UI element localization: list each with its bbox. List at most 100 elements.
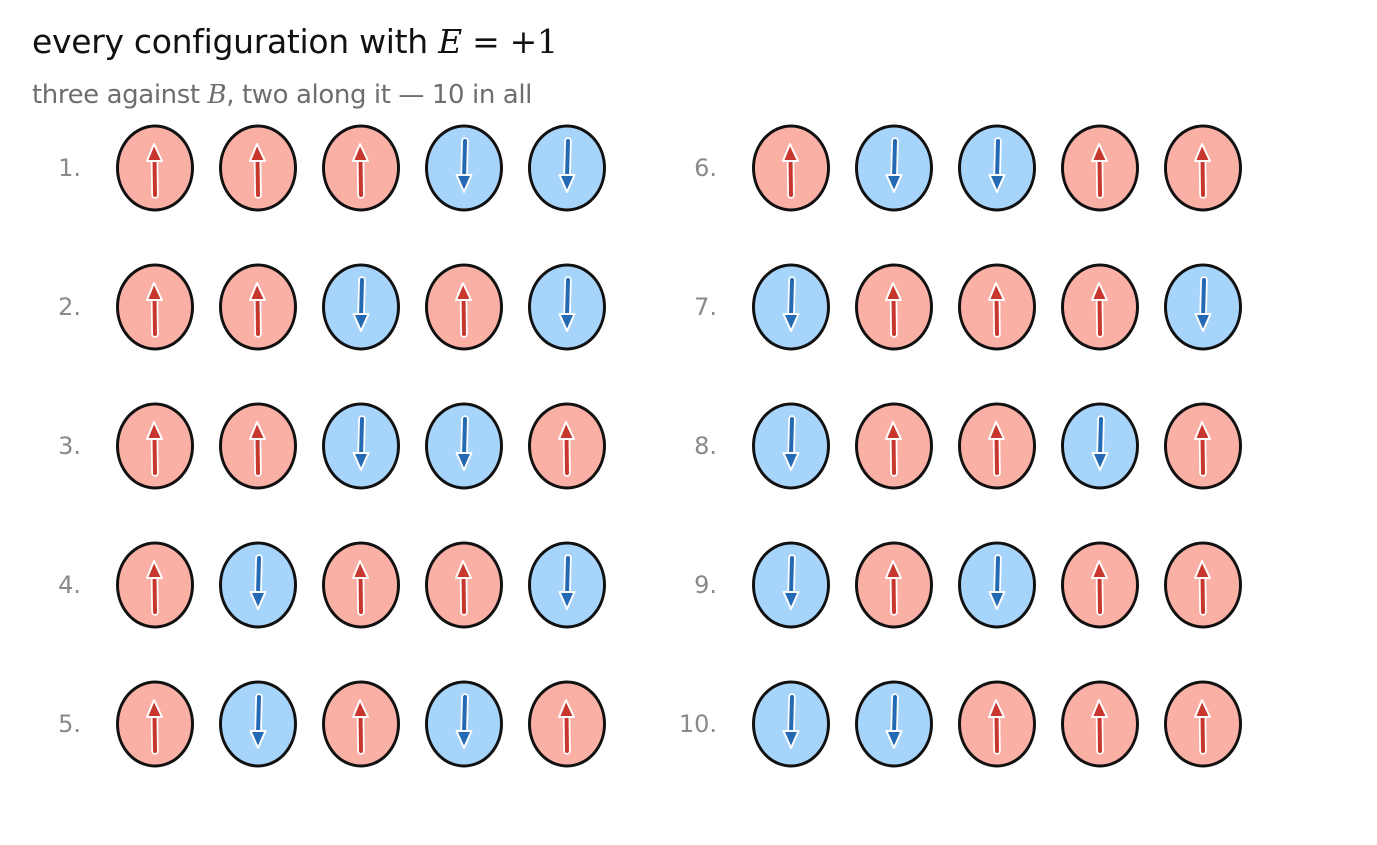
down-arrow-icon [988,137,1006,193]
down-arrow-icon [558,276,576,332]
down-arrow-icon [782,554,800,610]
spin-up [528,680,606,768]
spin-down [528,124,606,212]
spin-up [1164,402,1242,490]
down-arrow-icon [1194,276,1212,332]
spin-up [425,263,503,351]
up-arrow-icon [885,282,902,338]
configuration-index: 3. [58,432,81,460]
spin-down [855,680,933,768]
configuration-row: 5. [58,680,606,768]
page-subtitle: three against B, two along it — 10 in al… [32,80,532,110]
up-arrow-icon [1091,143,1108,199]
configuration-index: 6. [694,154,717,182]
spin-up [855,402,933,490]
spin-up [219,402,297,490]
down-arrow-icon [455,137,473,193]
configuration-index: 5. [58,710,81,738]
configuration-index: 10. [679,710,717,738]
subtitle-suffix: , two along it — 10 in all [226,80,532,110]
up-arrow-icon [1194,421,1211,477]
down-arrow-icon [352,415,370,471]
spin-up [116,124,194,212]
configuration-index: 1. [58,154,81,182]
configuration-row: 2. [58,263,606,351]
spin-up [219,263,297,351]
up-arrow-icon [146,421,163,477]
spin-up [425,541,503,629]
spin-up [1061,124,1139,212]
down-arrow-icon [249,554,267,610]
spin-down [752,680,830,768]
up-arrow-icon [352,560,369,616]
configuration-index: 8. [694,432,717,460]
spin-down [752,263,830,351]
up-arrow-icon [988,421,1005,477]
configuration-row: 8. [694,402,1242,490]
down-arrow-icon [1091,415,1109,471]
up-arrow-icon [988,699,1005,755]
spin-up [855,263,933,351]
up-arrow-icon [885,421,902,477]
spin-up [958,263,1036,351]
spin-up [1061,541,1139,629]
up-arrow-icon [558,421,575,477]
spin-up [322,541,400,629]
spin-up [116,263,194,351]
spin-down [425,124,503,212]
spin-down [752,541,830,629]
title-variable: E [438,22,462,61]
configuration-row: 6. [694,124,1242,212]
down-arrow-icon [455,693,473,749]
spin-up [219,124,297,212]
up-arrow-icon [352,143,369,199]
spin-down [425,402,503,490]
spin-down [855,124,933,212]
spin-up [958,402,1036,490]
up-arrow-icon [249,143,266,199]
up-arrow-icon [885,560,902,616]
down-arrow-icon [782,693,800,749]
spin-down [958,124,1036,212]
up-arrow-icon [1194,699,1211,755]
subtitle-prefix: three against [32,80,208,110]
configuration-row: 3. [58,402,606,490]
spin-up [116,680,194,768]
spin-down [528,263,606,351]
spin-down [322,263,400,351]
down-arrow-icon [885,137,903,193]
up-arrow-icon [455,560,472,616]
configuration-index: 9. [694,571,717,599]
up-arrow-icon [249,421,266,477]
spin-up [1164,680,1242,768]
title-equation: = +1 [461,22,558,61]
up-arrow-icon [558,699,575,755]
up-arrow-icon [146,560,163,616]
up-arrow-icon [455,282,472,338]
configuration-index: 4. [58,571,81,599]
down-arrow-icon [558,554,576,610]
configuration-row: 1. [58,124,606,212]
spin-down [752,402,830,490]
up-arrow-icon [782,143,799,199]
up-arrow-icon [146,282,163,338]
spin-up [528,402,606,490]
configuration-row: 4. [58,541,606,629]
up-arrow-icon [1091,560,1108,616]
spin-up [1164,124,1242,212]
down-arrow-icon [782,415,800,471]
spin-up [958,680,1036,768]
down-arrow-icon [885,693,903,749]
up-arrow-icon [352,699,369,755]
down-arrow-icon [249,693,267,749]
down-arrow-icon [455,415,473,471]
spin-up [855,541,933,629]
up-arrow-icon [1091,699,1108,755]
down-arrow-icon [988,554,1006,610]
spin-up [116,402,194,490]
spin-up [1061,263,1139,351]
spin-down [1061,402,1139,490]
up-arrow-icon [1194,560,1211,616]
spin-down [219,680,297,768]
